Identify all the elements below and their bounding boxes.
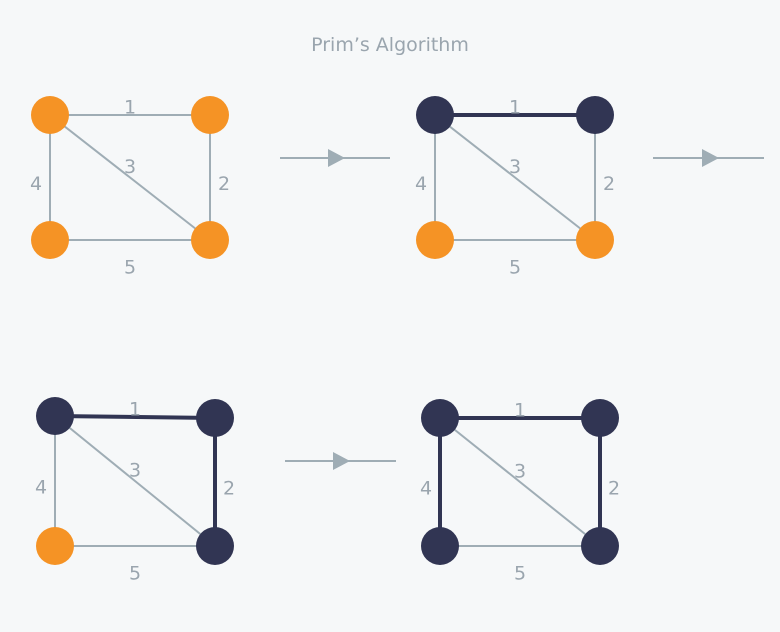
edge-weight-ad: 3: [124, 156, 136, 178]
graph-step-3: 1 2 3 4 5: [35, 397, 235, 585]
arrow-2-head: [702, 149, 719, 167]
edge-weight-bd: 2: [223, 478, 235, 500]
node-a-visited: [36, 397, 74, 435]
edge-weight-ac: 4: [30, 173, 42, 195]
node-c-unvisited: [36, 527, 74, 565]
edge-ad: [434, 114, 596, 241]
edge-weight-ad: 3: [129, 460, 141, 482]
node-d-unvisited: [576, 221, 614, 259]
edge-ab-selected: [54, 414, 216, 420]
edge-ad: [54, 415, 216, 547]
edge-weight-cd: 5: [514, 563, 526, 585]
edge-weight-bd: 2: [608, 478, 620, 500]
edge-weight-ab: 1: [514, 400, 526, 422]
arrow-1: [280, 149, 390, 167]
diagram-title: Prim’s Algorithm: [311, 34, 469, 56]
arrow-2: [653, 149, 764, 167]
edge-weight-ab: 1: [509, 97, 521, 119]
edge-weight-ac: 4: [420, 478, 432, 500]
edge-weight-ab: 1: [129, 399, 141, 421]
edge-ad: [439, 417, 601, 547]
node-b-visited: [196, 399, 234, 437]
node-a-visited: [416, 96, 454, 134]
edge-weight-cd: 5: [509, 257, 521, 279]
graph-step-4: 1 2 3 4 5: [420, 399, 620, 585]
node-b-unvisited: [191, 96, 229, 134]
edge-weight-ad: 3: [514, 461, 526, 483]
node-b-visited: [576, 96, 614, 134]
edge-weight-bd: 2: [603, 173, 615, 195]
graph-step-2: 1 2 3 4 5: [415, 96, 615, 279]
arrow-3-head: [333, 452, 350, 470]
edge-weight-ac: 4: [415, 173, 427, 195]
edge-ad: [49, 114, 211, 241]
arrow-1-head: [328, 149, 345, 167]
edge-weight-cd: 5: [129, 563, 141, 585]
node-d-visited: [196, 527, 234, 565]
node-a-unvisited: [31, 96, 69, 134]
arrow-3: [285, 452, 396, 470]
edge-weight-ac: 4: [35, 477, 47, 499]
edge-weight-ad: 3: [509, 156, 521, 178]
edge-weight-ab: 1: [124, 97, 136, 119]
node-c-visited: [421, 527, 459, 565]
edge-weight-cd: 5: [124, 257, 136, 279]
node-d-visited: [581, 527, 619, 565]
node-c-unvisited: [416, 221, 454, 259]
node-a-visited: [421, 399, 459, 437]
node-c-unvisited: [31, 221, 69, 259]
graph-step-1: 1 2 3 4 5: [30, 96, 230, 279]
node-b-visited: [581, 399, 619, 437]
edge-weight-bd: 2: [218, 173, 230, 195]
node-d-unvisited: [191, 221, 229, 259]
